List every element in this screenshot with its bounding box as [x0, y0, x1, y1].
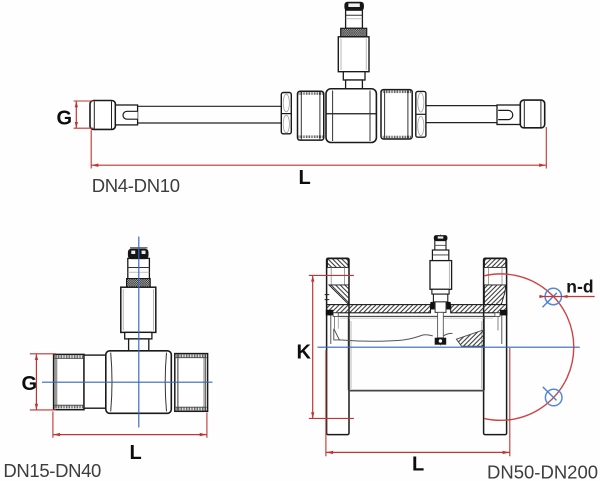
- svg-text:n-d: n-d: [566, 277, 593, 297]
- svg-text:K: K: [297, 341, 312, 363]
- svg-text:L: L: [299, 167, 311, 189]
- svg-text:L: L: [412, 453, 424, 475]
- svg-text:G: G: [57, 107, 73, 129]
- svg-text:DN15-DN40: DN15-DN40: [3, 460, 101, 481]
- svg-text:DN4-DN10: DN4-DN10: [92, 175, 180, 196]
- svg-text:DN50-DN200: DN50-DN200: [487, 462, 598, 481]
- svg-text:G: G: [22, 373, 38, 395]
- svg-text:L: L: [130, 442, 142, 464]
